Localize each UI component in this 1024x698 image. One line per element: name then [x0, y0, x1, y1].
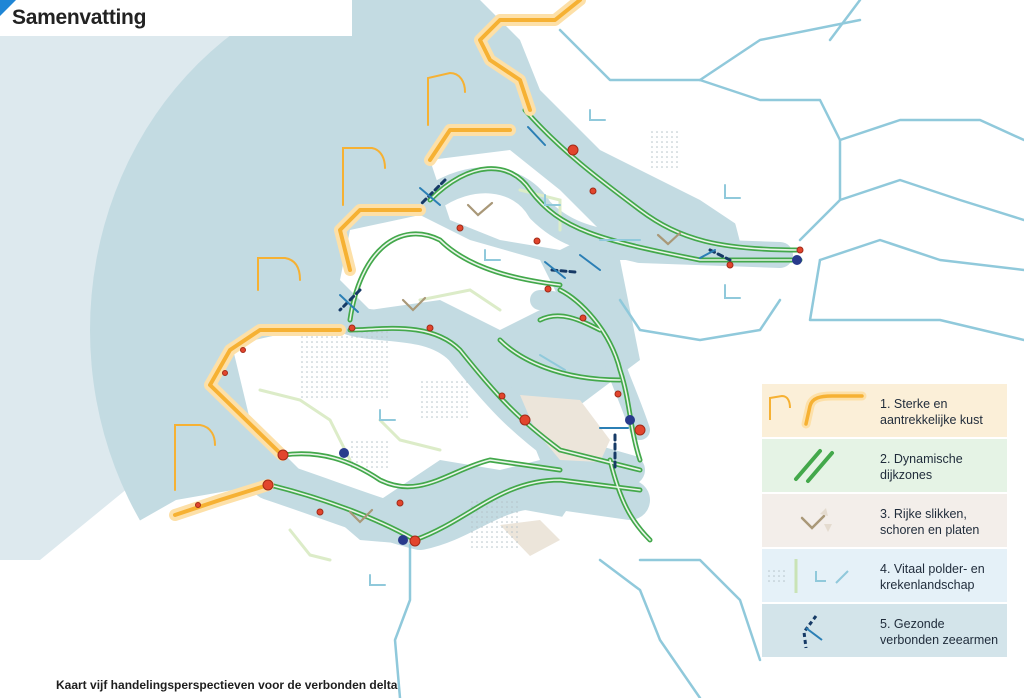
polder-arrows — [369, 109, 741, 586]
page-title: Samenvatting — [12, 6, 147, 29]
polder-arrow-icon — [768, 559, 849, 593]
legend-item-dijk: 2. Dynamische dijkzones — [762, 439, 1007, 492]
title-bar: Samenvatting — [0, 0, 352, 36]
double-dike-icon — [794, 449, 834, 483]
island-middle — [340, 215, 560, 330]
navy-nodes — [339, 255, 802, 545]
legend-item-slikken: 3. Rijke slikken, schoren en platen — [762, 494, 1007, 547]
mudflat-arrow-icon — [800, 508, 832, 532]
map-caption: Kaart vijf handelingsperspectieven voor … — [56, 678, 398, 692]
legend-label-zeearmen: 5. Gezonde verbonden zeearmen — [880, 617, 999, 647]
legend-label-polder: 4. Vitaal polder- en krekenlandschap — [880, 562, 985, 592]
coast-arc-arrows — [174, 71, 466, 491]
legend-item-polder: 4. Vitaal polder- en krekenlandschap — [762, 549, 1007, 602]
title-accent — [0, 0, 16, 16]
inland-rivers — [393, 0, 1024, 698]
mudflat-arrows — [348, 201, 682, 524]
legend-item-kust: 1. Sterke en aantrekkelijke kust — [762, 384, 1007, 437]
legend-label-slikken: 3. Rijke slikken, schoren en platen — [880, 507, 980, 537]
strong-coast — [169, 0, 586, 521]
coast-arc-icon — [769, 391, 867, 429]
red-nodes — [195, 144, 804, 547]
legend: 1. Sterke en aantrekkelijke kust 2. Dyna… — [762, 384, 1007, 659]
legend-item-zeearmen: 5. Gezonde verbonden zeearmen — [762, 604, 1007, 657]
connection-arrows — [338, 126, 732, 472]
connection-arrow-icon — [802, 615, 823, 649]
legend-label-kust: 1. Sterke en aantrekkelijke kust — [880, 397, 983, 427]
legend-label-dijk: 2. Dynamische dijkzones — [880, 452, 963, 482]
